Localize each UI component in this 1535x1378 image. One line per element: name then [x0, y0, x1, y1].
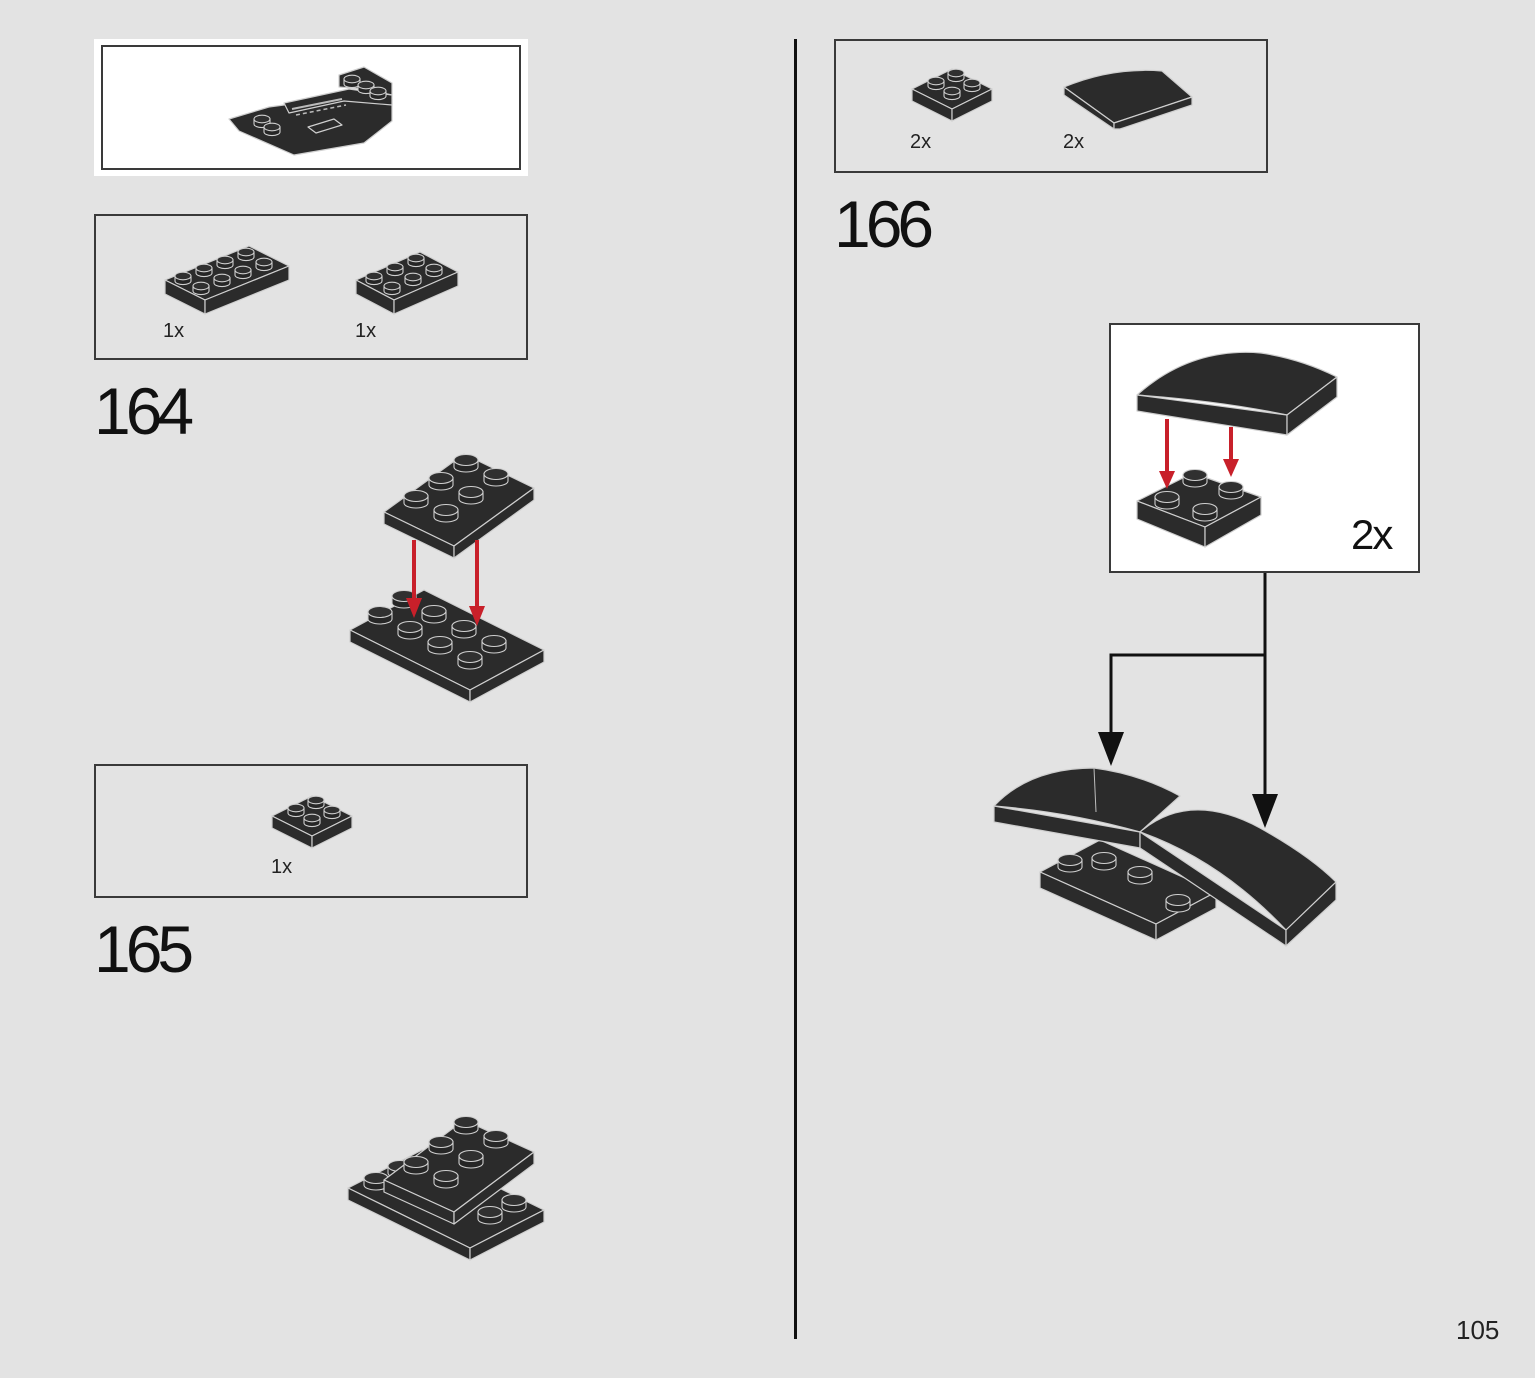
step-165-parts-box: 1x [94, 764, 528, 898]
page-number: 105 [1456, 1315, 1500, 1345]
plate-2x3-icon [355, 251, 459, 315]
step-number-166: 166 [834, 187, 934, 261]
qty-label: 2x [910, 131, 932, 153]
column-divider [794, 39, 797, 1339]
preview-frame [94, 39, 528, 176]
step-number-165: 165 [94, 912, 194, 986]
subassembly-multiplier: 2x [1351, 511, 1393, 558]
step-165-illustration [347, 1115, 545, 1261]
step-number-164: 164 [94, 374, 194, 448]
curved-slope-icon [1063, 69, 1193, 130]
qty-label: 1x [163, 320, 185, 342]
plate-2x2-icon [271, 795, 353, 849]
step-164-parts-box: 1x 1x [94, 214, 528, 360]
subassembly-illustration [1136, 351, 1338, 548]
plate-2x4-icon [164, 245, 290, 315]
qty-label: 1x [271, 856, 293, 878]
subassembly-callout: 2x [1109, 323, 1420, 573]
qty-label: 1x [355, 320, 377, 342]
qty-label: 2x [1063, 131, 1085, 153]
assembled-model-preview-image [228, 66, 393, 156]
step-166-illustration [993, 767, 1337, 947]
step-164-illustration [349, 453, 545, 703]
step-166-parts-box: 2x 2x [834, 39, 1268, 173]
plate-2x2-icon [911, 68, 993, 122]
